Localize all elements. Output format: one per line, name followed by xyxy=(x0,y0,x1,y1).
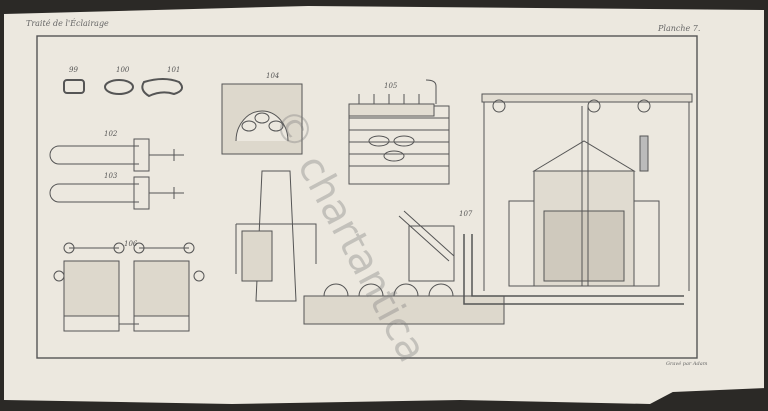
figure-label-106: 106 xyxy=(124,240,138,248)
figure-label-104: 104 xyxy=(266,72,279,80)
technical-drawing: 99 100 101 102 103 104 105 106 107 xyxy=(36,35,698,359)
figure-107-conduits xyxy=(303,210,684,325)
figure-label-101: 101 xyxy=(167,66,180,74)
plate-title: Traité de l'Éclairage xyxy=(26,19,109,28)
figure-label-99: 99 xyxy=(69,66,78,74)
large-gas-furnace xyxy=(481,93,693,291)
figure-99-shape xyxy=(63,79,85,94)
figure-102-apparatus xyxy=(49,138,184,172)
figure-106-gasometers xyxy=(53,242,205,332)
figure-label-102: 102 xyxy=(104,130,118,138)
figure-label-100: 100 xyxy=(116,66,130,74)
plate-border xyxy=(36,35,698,359)
figure-101-shape xyxy=(141,78,184,98)
figure-label-107: 107 xyxy=(459,210,473,218)
figure-103-apparatus xyxy=(49,176,184,210)
chimney-tower xyxy=(235,170,317,302)
figure-label-103: 103 xyxy=(104,172,118,180)
figure-105-gas-retorts xyxy=(348,79,450,185)
figure-label-105: 105 xyxy=(384,82,398,90)
plate-number: Planche 7. xyxy=(658,24,701,33)
engraver-credit: Gravé par Adam xyxy=(666,361,708,367)
figure-100-shape xyxy=(104,79,134,95)
engraving-plate: Traité de l'Éclairage Planche 7. Gravé p… xyxy=(4,6,764,404)
figure-104-furnace xyxy=(221,83,303,155)
